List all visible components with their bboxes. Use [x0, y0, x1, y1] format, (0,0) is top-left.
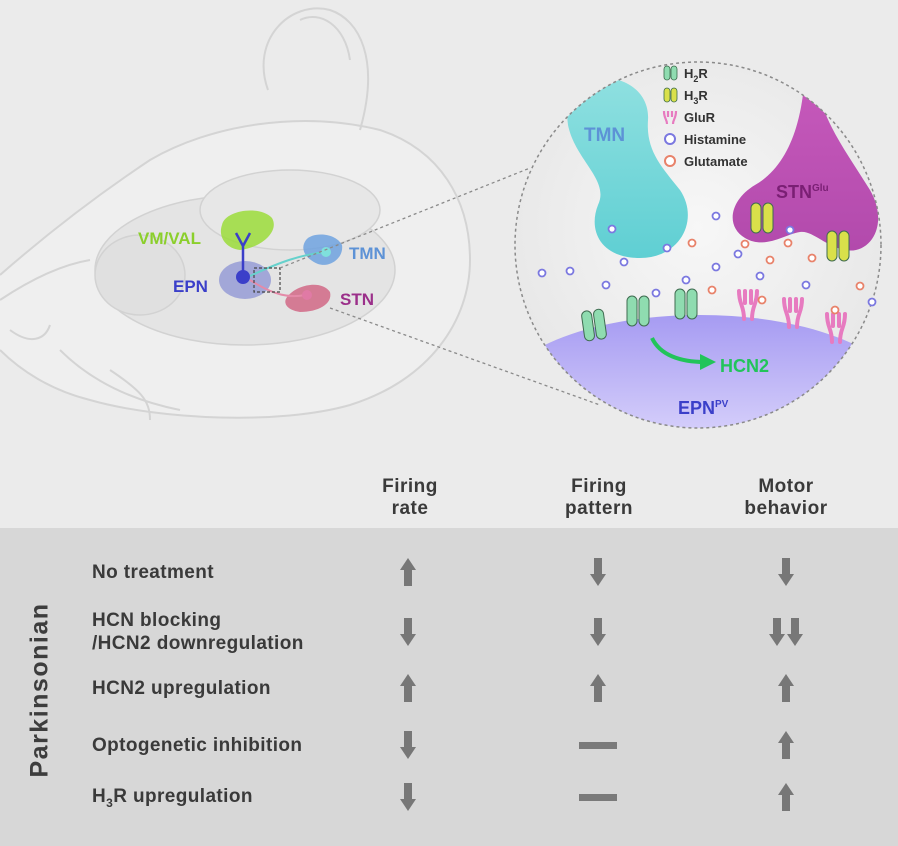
- histamine-dot-icon: [662, 243, 672, 253]
- no-change-dash-icon: [579, 794, 617, 801]
- glur-receptor-icon: [737, 289, 759, 321]
- epn-membrane: [520, 315, 880, 428]
- row-label-optogenetic-inhibition: Optogenetic inhibition: [92, 735, 303, 756]
- legend-label: H2R: [684, 66, 708, 84]
- histamine-dot-icon: [801, 280, 811, 290]
- row-label-hcn-blocking: HCN blocking/HCN2 downregulation: [92, 610, 304, 654]
- histamine-dot-icon: [651, 288, 661, 298]
- legend-label: Glutamate: [684, 154, 748, 169]
- group-label: Parkinsonian: [25, 602, 54, 778]
- histamine-dot-icon: [711, 211, 721, 221]
- legend-label: H3R: [684, 88, 708, 106]
- glur-receptor-icon: [782, 297, 804, 329]
- arrow-up-icon: [400, 558, 416, 586]
- histamine-dot-icon: [601, 280, 611, 290]
- h3r-receptor-icon: [826, 230, 850, 262]
- glutamate-dot-icon: [707, 285, 717, 295]
- arrow-down-icon: [778, 558, 794, 586]
- histamine-dot-icon: [664, 133, 676, 145]
- arrow-up-icon: [778, 783, 794, 811]
- arrow-down-icon: [400, 618, 416, 646]
- arrow-down-icon: [590, 558, 606, 586]
- vmval-region: [220, 210, 274, 250]
- row-label-h3r-upregulation: H3R upregulation: [92, 786, 253, 810]
- zoom-box: [253, 267, 281, 293]
- histamine-dot-icon: [565, 266, 575, 276]
- epn-label: EPN: [173, 277, 208, 296]
- glutamate-dot-icon: [740, 239, 750, 249]
- tmn-terminal: [566, 77, 688, 258]
- hcn2-arrowhead-icon: [700, 354, 716, 370]
- histamine-dot-icon: [711, 262, 721, 272]
- h3r-receptor-icon: [663, 87, 678, 103]
- arrow-up-icon: [778, 674, 794, 702]
- histamine-dot-icon: [733, 249, 743, 259]
- arrow-down-icon: [400, 783, 416, 811]
- receptor-layer: [581, 202, 850, 344]
- arrow-up-icon: [778, 731, 794, 759]
- h2r-receptor-icon: [581, 308, 607, 342]
- h2r-receptor-icon: [674, 288, 698, 320]
- arrow-up-icon: [400, 674, 416, 702]
- histamine-dot-icon: [785, 225, 795, 235]
- no-change-dash-icon: [579, 742, 617, 749]
- arrow-down-icon: [590, 618, 606, 646]
- legend-label: GluR: [684, 110, 716, 125]
- inset-tmn-label: TMN: [584, 125, 625, 146]
- glutamate-dot-icon: [664, 155, 676, 167]
- histamine-dot-icon: [755, 271, 765, 281]
- glutamate-dot-icon: [783, 238, 793, 248]
- arrow-down-icon: [769, 618, 785, 646]
- hcn2-label: HCN2: [720, 356, 769, 376]
- brain-circuit-diagram: VM/VAL EPN TMN STN TMN STNGlu HCN2 EPNPV…: [0, 7, 882, 429]
- vmval-label: VM/VAL: [138, 229, 201, 248]
- glutamate-dot-icon: [855, 281, 865, 291]
- arrow-down-icon: [787, 618, 803, 646]
- histamine-dot-icon: [867, 297, 877, 307]
- glutamate-dot-icon: [807, 253, 817, 263]
- glutamate-dot-icon: [757, 295, 767, 305]
- histamine-dot-icon: [681, 275, 691, 285]
- tmn-neuron-icon: [321, 247, 331, 257]
- tmn-label: TMN: [349, 244, 386, 263]
- row-label-no-treatment: No treatment: [92, 562, 214, 583]
- stn-neuron-icon: [302, 290, 312, 300]
- stn-label: STN: [340, 290, 374, 309]
- h2r-receptor-icon: [626, 295, 650, 327]
- glutamate-dot-icon: [687, 238, 697, 248]
- histamine-dot-icon: [607, 224, 617, 234]
- glutamate-dot-icon: [830, 305, 840, 315]
- glur-receptor-icon: [662, 110, 678, 125]
- h3r-receptor-icon: [750, 202, 774, 234]
- arrow-up-icon: [590, 674, 606, 702]
- tmn-projection: [249, 251, 326, 277]
- inset-epn-label: EPNPV: [678, 398, 729, 418]
- histamine-dot-icon: [537, 268, 547, 278]
- stn-projection: [249, 279, 306, 298]
- row-label-hcn2-upregulation: HCN2 upregulation: [92, 678, 271, 699]
- h2r-receptor-icon: [663, 65, 678, 81]
- hcn2-arrow-icon: [650, 337, 706, 364]
- legend-label: Histamine: [684, 132, 746, 147]
- arrow-down-icon: [400, 731, 416, 759]
- glur-receptor-icon: [825, 312, 847, 344]
- histamine-dot-icon: [619, 257, 629, 267]
- glutamate-dot-icon: [765, 255, 775, 265]
- results-panel: [0, 528, 898, 846]
- zoom-line-top: [279, 167, 531, 269]
- neurotransmitter-layer: [537, 211, 877, 315]
- inset-stn-label: STNGlu: [776, 182, 829, 202]
- epn-neuron-icon: [236, 270, 250, 284]
